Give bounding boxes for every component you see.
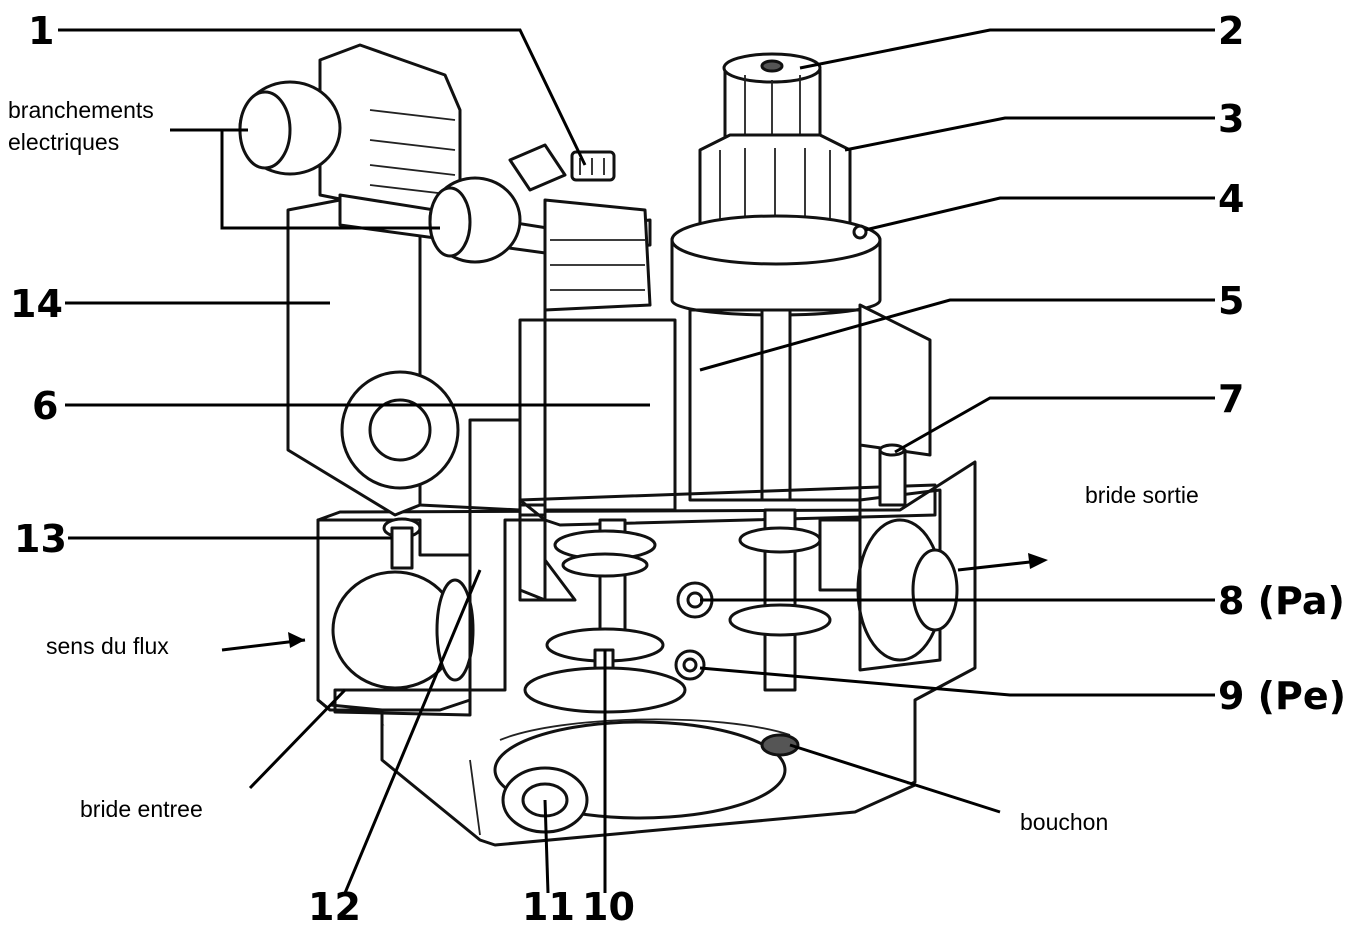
solenoid-coil (543, 318, 677, 512)
callout-1: 1 (28, 9, 54, 53)
leader-1 (58, 28, 587, 166)
plug (760, 733, 800, 757)
valve-illustration (221, 43, 1048, 847)
leader-2 (799, 28, 1215, 70)
leader-bride-entree (248, 688, 347, 790)
callout-4: 4 (1218, 177, 1244, 221)
callout-3: 3 (1218, 97, 1244, 141)
leader-12 (343, 569, 482, 894)
leader-11 (543, 799, 550, 894)
label-bouchon: bouchon (1020, 809, 1108, 835)
label-bride-entree: bride entree (80, 796, 203, 822)
leader-bouchon (789, 743, 1001, 814)
callout-6: 6 (32, 384, 58, 428)
leader-4 (864, 196, 1215, 232)
callout-2: 2 (1218, 9, 1244, 53)
regulator-assembly (670, 52, 882, 317)
label-bride-sortie: bride sortie (1085, 482, 1199, 508)
label-sens-du-flux: sens du flux (46, 633, 169, 659)
leader-5 (699, 298, 1215, 372)
callout-13: 13 (14, 517, 67, 561)
cable-glands (238, 80, 522, 264)
callout-14: 14 (10, 282, 63, 326)
callout-11: 11 (522, 885, 575, 929)
label-branchements-line2: electriques (8, 129, 119, 155)
callout-10: 10 (582, 885, 635, 929)
leader-lines (58, 28, 1215, 894)
callout-9: 9 (Pe) (1218, 674, 1346, 718)
internal-passages (468, 418, 937, 692)
callout-12: 12 (308, 885, 361, 929)
leader-3 (844, 116, 1215, 152)
bleed-screw (878, 448, 907, 507)
callout-numbers: 1 2 3 4 5 6 7 8 (Pa) 9 (Pe) 10 11 12 13 … (10, 9, 1346, 929)
leader-7 (894, 396, 1215, 454)
text-labels: branchements electriques sens du flux br… (8, 97, 1199, 835)
solenoid-housing (286, 198, 547, 522)
leader-branchements (170, 128, 440, 230)
flow-out-arrow (957, 560, 1031, 572)
label-branchements-line1: branchements (8, 97, 154, 123)
callout-5: 5 (1218, 279, 1244, 323)
callout-7: 7 (1218, 377, 1244, 421)
callout-8: 8 (Pa) (1218, 579, 1345, 623)
connector-pins (570, 150, 616, 182)
leader-9 (699, 666, 1215, 697)
